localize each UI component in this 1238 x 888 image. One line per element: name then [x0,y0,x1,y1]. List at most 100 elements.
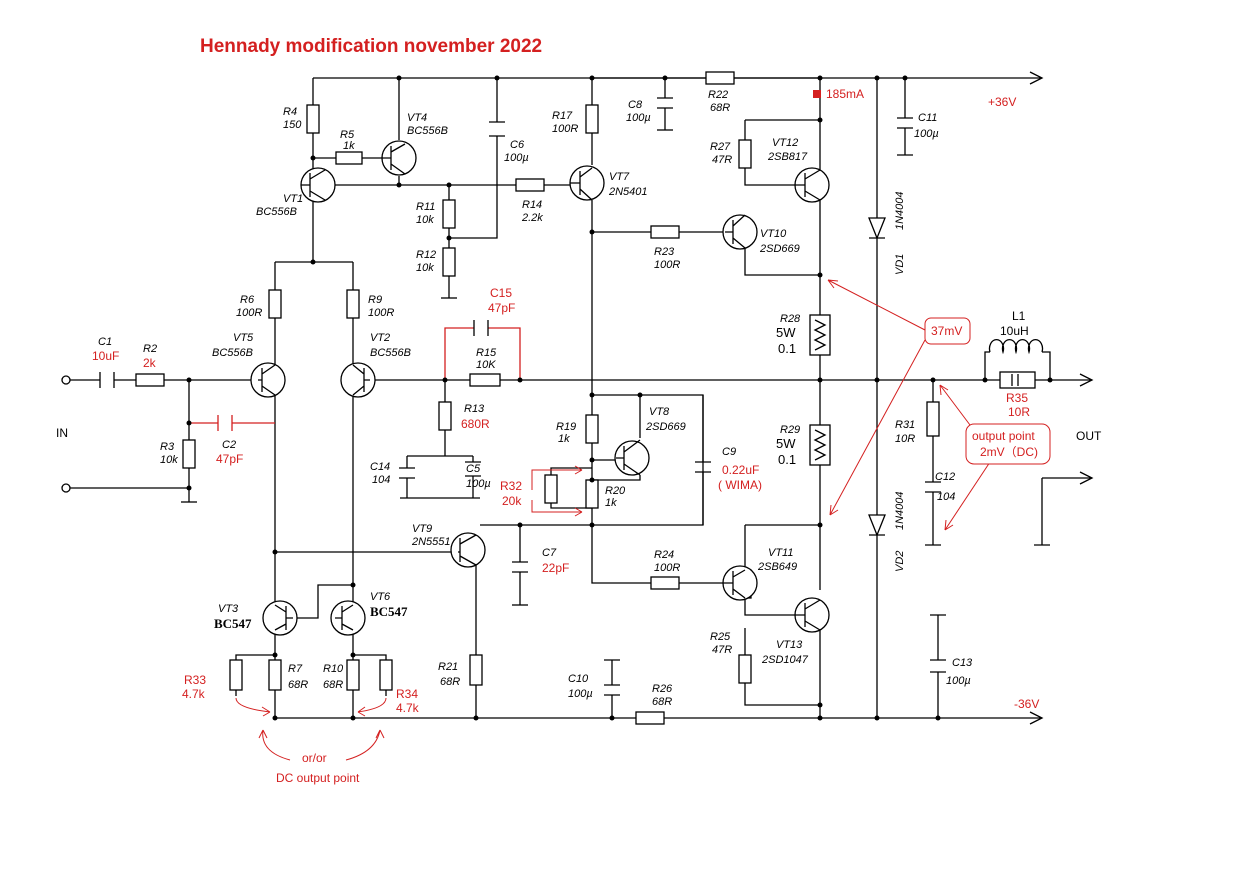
r14-ref: R14 [522,199,542,211]
rail-pos-label: +36V [988,95,1016,109]
c1-ref: C1 [98,336,112,348]
vt3-ref: VT3 [218,603,239,615]
r28-value: 5W [776,325,796,340]
rail-neg-label: -36V [1014,697,1039,711]
r7-value: 68R [288,679,308,691]
c2-ref: C2 [222,439,236,451]
r20-value: 1k [605,497,617,509]
vt2-part: BC556B [370,347,411,359]
resistor-bodies [135,71,1036,725]
oror-annotation: or/or [302,751,327,765]
vt10-ref: VT10 [760,228,787,240]
r12-ref: R12 [416,249,436,261]
transistor-symbols [250,140,830,636]
r22-value: 68R [710,102,730,114]
vt3-part: BC547 [214,616,252,631]
vt7-ref: VT7 [609,171,630,183]
schematic-title: Hennady modification november 2022 [200,36,542,57]
c9-value: 0.22uF [722,463,759,477]
c14-value: 104 [372,474,390,486]
r21-value: 68R [440,676,460,688]
r5-ref: R5 [340,129,355,141]
r28-ref: R28 [780,313,801,325]
vt1-ref: VT1 [283,193,303,205]
r29-value2: 0.1 [778,452,796,467]
current-annotation: 185mA [826,87,864,101]
vt10-part: 2SD669 [759,243,800,255]
vt9-part: 2N5551 [411,536,451,548]
inductor-l1 [988,339,1044,355]
r26-value: 68R [652,696,672,708]
vt9-ref: VT9 [412,523,432,535]
l1-ref: L1 [1012,309,1026,323]
r25-ref: R25 [710,631,731,643]
r34-ref: R34 [396,687,418,701]
r19-value: 1k [558,433,570,445]
c13-value: 100µ [946,675,971,687]
input-label: IN [56,426,68,440]
c8-value: 100µ [626,112,651,124]
r19-ref: R19 [556,421,576,433]
c2-value: 47pF [216,452,243,466]
c15-value: 47pF [488,301,515,315]
vt7-part: 2N5401 [608,186,648,198]
vt6-ref: VT6 [370,591,391,603]
output-point-line1: output point [972,429,1035,443]
r31-value: 10R [895,433,915,445]
c7-ref: C7 [542,547,557,559]
vt13-ref: VT13 [776,639,803,651]
r7-ref: R7 [288,663,303,675]
junctions [61,75,1053,721]
l1-value: 10uH [1000,324,1029,338]
r23-ref: R23 [654,246,675,258]
vt11-part: 2SB649 [757,561,797,573]
vd2-ref: VD2 [894,551,906,572]
c11-value: 100µ [914,128,939,140]
vt12-part: 2SB817 [767,151,808,163]
c11-ref: C11 [918,112,937,124]
r17-ref: R17 [552,110,573,122]
r3-ref: R3 [160,441,175,453]
vt13-part: 2SD1047 [761,654,809,666]
r17-value: 100R [552,123,578,135]
r23-value: 100R [654,259,680,271]
r28-value2: 0.1 [778,341,796,356]
c5-ref: C5 [466,463,481,475]
r15-value: 10K [476,359,496,371]
r32-value: 20k [502,494,522,508]
r10-ref: R10 [323,663,344,675]
r9-value: 100R [368,307,394,319]
vt2-ref: VT2 [370,332,390,344]
output-label: OUT [1076,429,1102,443]
r21-ref: R21 [438,661,458,673]
vt4-ref: VT4 [407,112,427,124]
c6-ref: C6 [510,139,525,151]
r24-value: 100R [654,562,680,574]
r12-value: 10k [416,262,434,274]
r13-value: 680R [461,417,490,431]
r9-ref: R9 [368,294,382,306]
c15-ref: C15 [490,286,512,300]
r32-ref: R32 [500,479,522,493]
c13-ref: C13 [952,657,973,669]
vd2-part: 1N4004 [894,491,906,530]
r10-value: 68R [323,679,343,691]
vt5-part: BC556B [212,347,253,359]
c6-value: 100µ [504,152,529,164]
r6-value: 100R [236,307,262,319]
r6-ref: R6 [240,294,255,306]
r29-value: 5W [776,436,796,451]
r24-ref: R24 [654,549,674,561]
vt12-ref: VT12 [772,137,798,149]
capacitor-bodies [99,97,946,696]
c8-ref: C8 [628,99,643,111]
c9-note: ( WIMA) [718,478,762,492]
r4-ref: R4 [283,106,297,118]
vd1-part: 1N4004 [894,191,906,230]
r34-value: 4.7k [396,701,420,715]
r14-value: 2.2k [521,212,543,224]
r27-value: 47R [712,154,732,166]
voltage-annotation: 37mV [931,324,962,338]
annotation-arrows [235,279,1051,761]
